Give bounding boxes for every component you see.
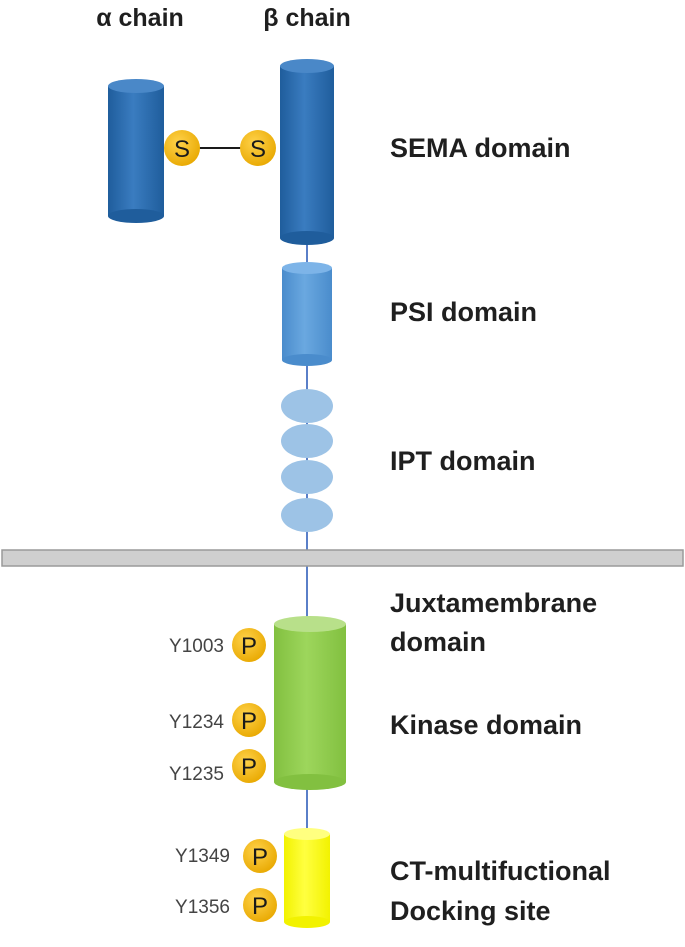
phospho-site-y1349: Y1349 P	[175, 839, 277, 873]
residue-label: Y1003	[169, 636, 224, 657]
psi-domain-cylinder	[282, 262, 332, 366]
alpha-chain-label: α chain	[96, 4, 184, 32]
sulfur-right-label: S	[250, 136, 266, 163]
sema-domain-label: SEMA domain	[390, 133, 571, 163]
juxtamembrane-label-line2: domain	[390, 627, 486, 657]
ipt-ellipse	[281, 460, 333, 494]
sema-domain-cylinder	[280, 59, 334, 245]
ipt-ellipse	[281, 389, 333, 423]
cell-membrane	[1, 549, 684, 567]
ipt-ellipse	[281, 424, 333, 458]
phospho-site-y1234: Y1234 P	[169, 703, 266, 737]
alpha-chain-cylinder	[108, 79, 164, 223]
phospho-site-y1235: Y1235 P	[169, 749, 266, 785]
ipt-domain-group	[281, 389, 333, 532]
kinase-domain-cylinder	[274, 616, 346, 790]
phospho-mark: P	[241, 633, 257, 660]
phospho-mark: P	[241, 708, 257, 735]
residue-label: Y1234	[169, 712, 224, 733]
disulfide-sulfur-right: S	[240, 130, 276, 166]
sulfur-left-label: S	[174, 136, 190, 163]
ct-docking-label-line1: CT-multifuctional	[390, 856, 610, 886]
phospho-site-y1003: Y1003 P	[169, 628, 266, 662]
residue-label: Y1349	[175, 846, 230, 867]
psi-domain-label: PSI domain	[390, 297, 537, 327]
phospho-site-y1356: Y1356 P	[175, 888, 277, 922]
residue-label: Y1235	[169, 764, 224, 785]
phospho-mark: P	[252, 893, 268, 920]
ct-docking-cylinder	[284, 828, 330, 928]
ct-docking-label-line2: Docking site	[390, 896, 551, 926]
beta-chain-label: β chain	[263, 4, 351, 32]
disulfide-sulfur-left: S	[164, 130, 200, 166]
phospho-mark: P	[252, 844, 268, 871]
kinase-domain-label: Kinase domain	[390, 710, 582, 740]
residue-label: Y1356	[175, 897, 230, 918]
ipt-domain-label: IPT domain	[390, 446, 536, 476]
ipt-ellipse	[281, 498, 333, 532]
juxtamembrane-label-line1: Juxtamembrane	[390, 588, 597, 618]
phospho-mark: P	[241, 754, 257, 781]
